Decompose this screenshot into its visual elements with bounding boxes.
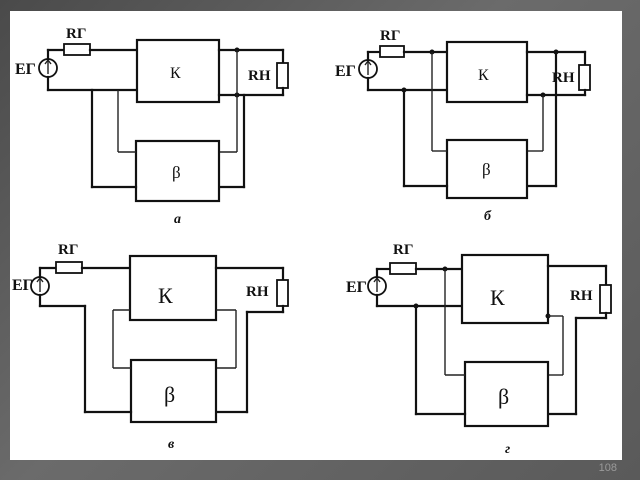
label-source-g: EГ xyxy=(346,279,367,296)
caption-b: б xyxy=(484,209,492,224)
label-source-a: EГ xyxy=(15,61,36,78)
label-source-v: EГ xyxy=(12,277,33,294)
caption-v: в xyxy=(168,437,175,452)
label-rn-v: RН xyxy=(246,284,269,300)
label-rg-g: RГ xyxy=(393,242,413,258)
label-k-b: К xyxy=(478,67,489,84)
label-rg-v: RГ xyxy=(58,242,78,258)
caption-g: г xyxy=(505,442,510,457)
feedback-beta-v xyxy=(129,358,218,424)
feedback-beta-g xyxy=(463,360,550,428)
resistor-rn-g xyxy=(599,284,612,314)
amplifier-k-b xyxy=(445,40,529,104)
caption-a: а xyxy=(174,212,181,227)
label-beta-v: β xyxy=(164,382,175,407)
amplifier-k-a xyxy=(135,38,221,104)
resistor-rg-a xyxy=(63,43,91,56)
resistor-rn-v xyxy=(276,279,289,307)
resistor-rg-v xyxy=(55,261,83,274)
label-beta-b: β xyxy=(482,160,491,179)
label-source-b: EГ xyxy=(335,63,356,80)
circuit-a: EГ RГ RН К β а xyxy=(15,26,289,227)
label-rg-a: RГ xyxy=(66,26,86,42)
feedback-beta-a xyxy=(134,139,221,203)
label-rn-b: RН xyxy=(552,70,575,86)
label-rg-b: RГ xyxy=(380,28,400,44)
label-beta-a: β xyxy=(172,163,181,182)
circuit-b: EГ RГ RН К β б xyxy=(335,28,591,224)
circuit-g: EГ RГ RН К β г xyxy=(346,242,612,457)
circuit-v: EГ RГ RН К β в xyxy=(12,242,289,452)
label-beta-g: β xyxy=(498,384,509,409)
resistor-rg-b xyxy=(379,45,405,58)
feedback-beta-b xyxy=(445,138,529,200)
label-rn-a: RН xyxy=(248,68,271,84)
resistor-rn-b xyxy=(578,64,591,91)
resistor-rn-a xyxy=(276,62,289,89)
label-rn-g: RН xyxy=(570,288,593,304)
amplifier-k-g xyxy=(460,253,550,325)
amplifier-k-v xyxy=(128,254,218,322)
label-k-g: К xyxy=(490,285,505,310)
page-number: 108 xyxy=(598,462,617,474)
resistor-rg-g xyxy=(389,262,417,275)
label-k-a: К xyxy=(170,65,181,82)
label-k-v: К xyxy=(158,283,173,308)
